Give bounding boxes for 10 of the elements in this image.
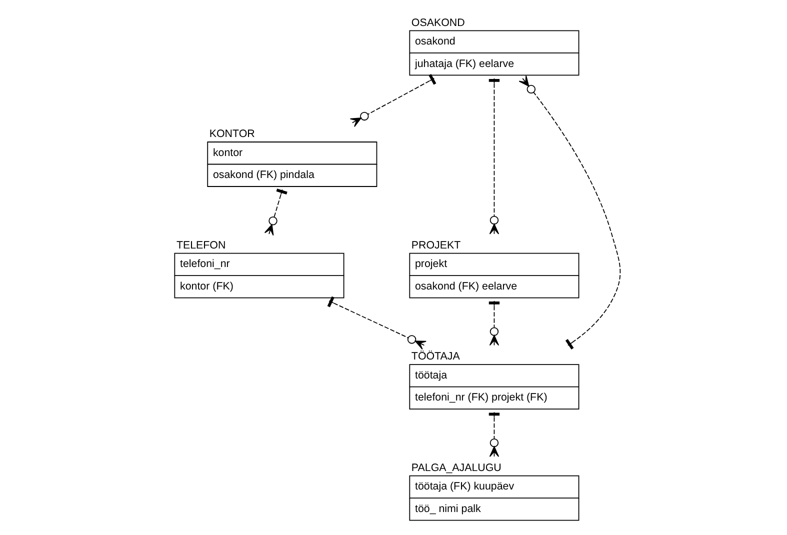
connector: [326, 296, 426, 350]
connector: [264, 188, 287, 236]
node-label: TÖÖTAJA: [410, 350, 460, 363]
node-label: PROJEKT: [410, 239, 460, 252]
connector: [349, 74, 436, 128]
node-label: OSAKOND: [410, 16, 464, 29]
connector: [518, 75, 620, 350]
node-label: KONTOR: [208, 128, 254, 140]
node-label: PALGA_AJALUGU: [410, 462, 501, 474]
node-label: TELEFON: [176, 239, 226, 252]
